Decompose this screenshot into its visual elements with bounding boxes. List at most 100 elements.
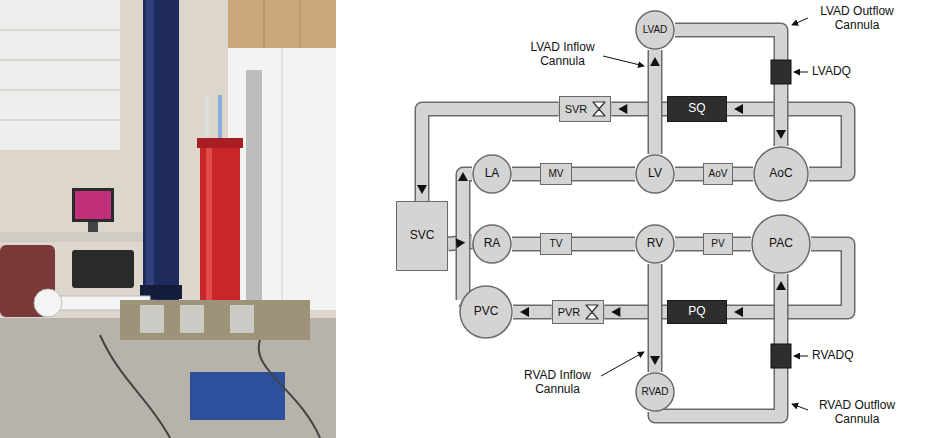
- flow-arrowhead: [776, 130, 786, 139]
- pipe-outline: [422, 109, 559, 201]
- node-label: RA: [484, 237, 501, 251]
- photo-monitor-stand: [88, 222, 98, 232]
- cannula-label: RVAD Outflow Cannula: [812, 398, 902, 426]
- pipe-fill: [462, 174, 472, 300]
- pipe-connector: [675, 30, 781, 146]
- resistor-symbol: [592, 101, 606, 117]
- flow-sensor-box: SQ: [667, 96, 727, 122]
- node-label: SVR: [565, 103, 588, 116]
- photo-pipe-fitting: [34, 289, 62, 317]
- pipe-outline: [648, 50, 663, 154]
- photo-pump: [72, 250, 134, 288]
- photo-grey-pipe: [246, 70, 262, 320]
- pipe-connector: [733, 244, 751, 245]
- pipe-fill: [675, 238, 703, 250]
- node-label: MV: [549, 168, 564, 180]
- valve-box: MV: [540, 163, 572, 185]
- photo-box-edge: [300, 0, 301, 48]
- mock-loop-photo: [0, 0, 336, 438]
- node-label: PVR: [558, 306, 581, 319]
- cannula-label: LVAD Inflow Cannula: [520, 40, 605, 68]
- flow-arrowhead: [456, 237, 466, 248]
- node-label: PQ: [688, 305, 705, 319]
- photo-cable: [259, 340, 320, 438]
- node-label: TV: [550, 238, 563, 250]
- chamber-circle: AoC: [753, 146, 809, 202]
- node-label: AoV: [709, 168, 728, 180]
- pipe-outline: [513, 305, 552, 320]
- flow-arrowhead: [458, 172, 468, 181]
- sensor-label: RVADQ: [812, 348, 854, 362]
- chamber-circle-shape: [473, 155, 511, 193]
- photo-cabinet-door: [282, 48, 283, 310]
- photo-valve: [140, 305, 164, 333]
- valve-box: TV: [540, 233, 572, 255]
- node-label: PAC: [769, 237, 793, 251]
- pipe-fill: [513, 306, 552, 318]
- pipe-fill: [675, 30, 781, 146]
- pipe-connector: [513, 312, 552, 313]
- cannula-label: LVAD Outflow Cannula: [812, 4, 902, 32]
- photo-valve: [180, 305, 204, 333]
- flow-arrowhead: [650, 57, 660, 66]
- photo-cylinder-shine: [146, 0, 154, 300]
- hourglass-symbol: [593, 102, 605, 116]
- photo-cylinder-shine: [206, 148, 212, 305]
- pipe-connector: [462, 174, 472, 300]
- pipe-fill: [422, 109, 559, 201]
- pipe-outline: [675, 30, 781, 146]
- node-label: AoC: [769, 167, 792, 181]
- photo-blind-slat: [0, 89, 120, 91]
- chamber-circle: PVC: [459, 285, 513, 339]
- flow-probe-box: [771, 60, 791, 84]
- photo-blind-slat: [0, 119, 120, 121]
- chamber-circle-shape: [752, 215, 810, 273]
- chamber-circle-shape: [636, 11, 674, 49]
- arrowhead-layer: [417, 57, 786, 365]
- flow-arrowhead: [650, 356, 660, 365]
- leader-line: [794, 72, 808, 73]
- compliance-box: SVC: [396, 201, 448, 271]
- pipe-connector: [675, 174, 703, 175]
- pipe-connector: [675, 244, 703, 245]
- chamber-circle-shape: [473, 225, 511, 263]
- resistance-box: SVR: [559, 96, 612, 122]
- flow-arrowhead: [520, 307, 529, 317]
- photo-blue-box: [190, 372, 285, 420]
- flow-arrowhead: [611, 307, 620, 317]
- photo-box-edge: [264, 0, 265, 48]
- flow-arrowhead: [776, 281, 786, 290]
- photo-desk: [0, 232, 150, 242]
- node-label: LA: [485, 167, 500, 181]
- pipe-fill: [512, 238, 540, 250]
- pipe-outline: [512, 237, 540, 252]
- pipe-outline: [462, 174, 472, 300]
- node-label: PV: [711, 238, 724, 250]
- chamber-circle-shape: [636, 155, 674, 193]
- flow-sensor-box: PQ: [667, 300, 727, 324]
- photo-cardboard-boxes: [228, 0, 336, 48]
- valve-box: PV: [703, 233, 733, 255]
- chamber-circle: RVAD: [635, 372, 675, 412]
- node-label: RVAD: [642, 386, 669, 398]
- pipe-connector: [422, 109, 559, 201]
- pipe-connector: [512, 244, 540, 245]
- pipe-connector: [512, 174, 540, 175]
- pipe-fill: [572, 168, 635, 180]
- pipe-outline: [733, 167, 753, 182]
- cannula-label: RVAD Inflow Cannula: [515, 368, 600, 396]
- photo-monitor-screen: [75, 191, 111, 219]
- photo-wall: [0, 0, 336, 438]
- pipe-connector: [572, 174, 635, 175]
- photo-manifold: [120, 300, 310, 340]
- chamber-circle-shape: [460, 286, 512, 338]
- chamber-circle: LVAD: [635, 10, 675, 50]
- chamber-circle: RV: [635, 224, 675, 264]
- photo-tube: [218, 95, 222, 140]
- node-label: PVC: [474, 305, 499, 319]
- photo-cabinet: [228, 48, 336, 310]
- pipe-outline: [675, 167, 703, 182]
- hourglass-symbol: [586, 305, 598, 319]
